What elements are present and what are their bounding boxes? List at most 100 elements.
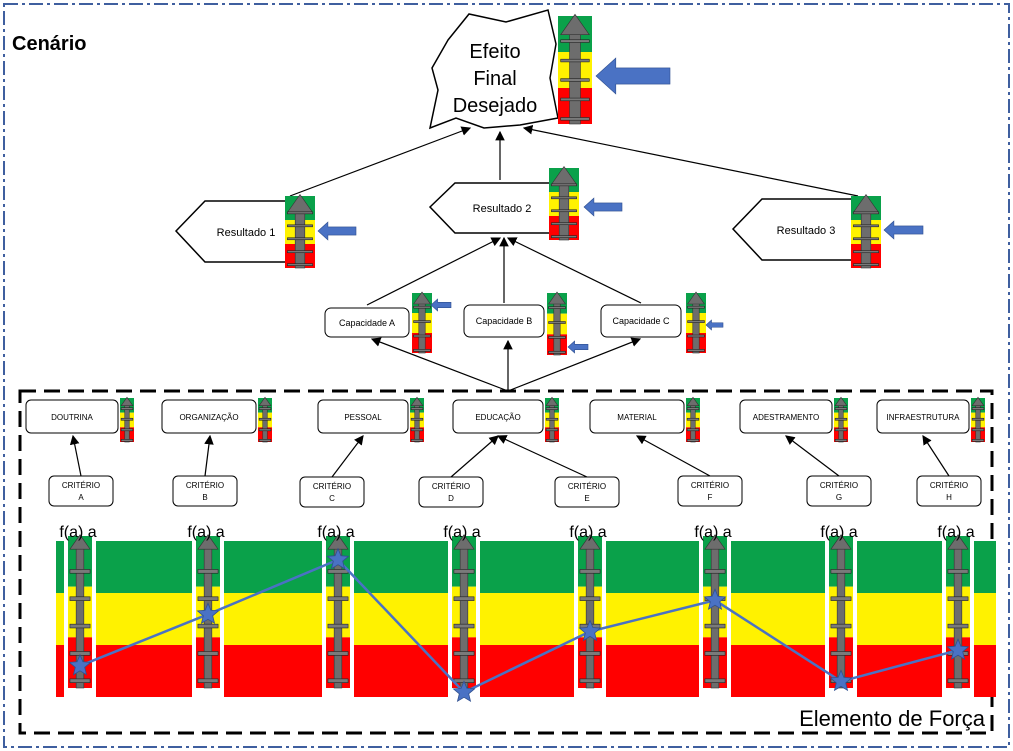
capability-a-gauge bbox=[412, 291, 432, 354]
criterion-box bbox=[418, 476, 484, 508]
result-3-gauge-tick bbox=[853, 211, 879, 215]
factor-gauge-2-tick bbox=[258, 417, 272, 421]
capability-c-gauge-tick bbox=[687, 334, 705, 338]
criterion-label-line2: G bbox=[836, 493, 842, 502]
goal-gauge-tick bbox=[560, 97, 590, 102]
factor-box bbox=[589, 399, 685, 434]
factor-gauge-5-tick bbox=[686, 439, 700, 442]
criterion-label-line1: CRITÉRIO bbox=[432, 482, 470, 491]
function-label: f(a) a bbox=[569, 524, 606, 541]
factor-node-6[interactable]: ADESTRAMENTO bbox=[739, 399, 833, 434]
criterion-label-line2: F bbox=[708, 493, 713, 502]
criterion-box bbox=[916, 475, 982, 507]
edge-capc-result2 bbox=[506, 237, 642, 304]
goal-line-3: Desejado bbox=[453, 95, 538, 117]
result-2-label: Resultado 2 bbox=[473, 203, 532, 215]
criterion-box bbox=[677, 475, 743, 507]
function-label: f(a) a bbox=[59, 524, 96, 541]
capability-a-gauge-tick bbox=[413, 320, 431, 323]
capability-b-label: Capacidade B bbox=[476, 316, 533, 326]
criterion-gauge-b-tick bbox=[197, 596, 219, 601]
factor-gauge-1-tick bbox=[120, 439, 134, 442]
factor-gauge-4-tick bbox=[545, 417, 559, 421]
criterion-gauge-g-shaft bbox=[836, 546, 846, 689]
criterion-label-line2: C bbox=[329, 494, 335, 503]
capability-a-status-arrow bbox=[430, 298, 452, 312]
criterion-point-b bbox=[196, 602, 220, 625]
result-1-gauge bbox=[285, 193, 315, 269]
capability-node-a[interactable]: Capacidade A bbox=[324, 307, 410, 338]
capability-node-c[interactable]: Capacidade C bbox=[600, 304, 682, 338]
result-node-2[interactable]: Resultado 2 bbox=[428, 182, 556, 234]
edge-criterion-2 bbox=[204, 434, 214, 477]
factor-node-2[interactable]: ORGANIZAÇÃO bbox=[161, 399, 257, 434]
capability-node-b[interactable]: Capacidade B bbox=[463, 304, 545, 338]
factor-gauge-5-tick bbox=[686, 428, 700, 432]
criterion-gauge-b-tick bbox=[197, 569, 219, 574]
result-1-gauge-tick bbox=[287, 211, 313, 215]
factor-node-5[interactable]: MATERIAL bbox=[589, 399, 685, 434]
factor-gauge-2-tip bbox=[258, 396, 272, 406]
criterion-gauge-f-tick bbox=[704, 569, 726, 574]
criterion-gauge-d bbox=[452, 534, 476, 689]
result-1-gauge-tick bbox=[287, 224, 313, 228]
factor-node-7[interactable]: INFRAESTRUTURA bbox=[876, 399, 970, 434]
capability-b-gauge-tick bbox=[548, 350, 566, 354]
goal-node[interactable]: Efeito Final Desejado bbox=[428, 9, 559, 130]
capability-b-gauge-tick bbox=[548, 306, 566, 309]
result-1-gauge-tick bbox=[287, 263, 313, 266]
capability-c-gauge-tick bbox=[687, 349, 705, 352]
result-3-gauge-tick bbox=[853, 263, 879, 266]
goal-line-2: Final bbox=[473, 68, 516, 90]
criterion-label-line1: CRITÉRIO bbox=[313, 482, 351, 491]
criteria-boxes: CRITÉRIOACRITÉRIOBCRITÉRIOCCRITÉRIODCRIT… bbox=[48, 475, 982, 508]
result-1-label: Resultado 1 bbox=[217, 227, 276, 239]
result-node-3[interactable]: Resultado 3 bbox=[731, 198, 865, 261]
factor-label: MATERIAL bbox=[617, 413, 657, 422]
criterion-gauge-b-tick bbox=[197, 623, 219, 629]
function-label: f(a) a bbox=[187, 524, 224, 541]
connector-edges bbox=[69, 124, 950, 478]
function-label: f(a) a bbox=[443, 524, 480, 541]
factor-gauge-4 bbox=[545, 396, 559, 443]
factor-label: INFRAESTRUTURA bbox=[887, 413, 961, 422]
criterion-label-line1: CRITÉRIO bbox=[186, 481, 224, 490]
edge-criterion-3 bbox=[331, 435, 364, 478]
factor-node-1[interactable]: DOUTRINA bbox=[25, 399, 119, 434]
criterion-gauge-d-tick bbox=[453, 623, 475, 629]
criterion-label-line2: D bbox=[448, 494, 454, 503]
criterion-node-c[interactable]: CRITÉRIO C bbox=[299, 476, 365, 508]
factor-node-4[interactable]: EDUCAÇÃO bbox=[452, 399, 544, 434]
factor-box bbox=[317, 399, 409, 434]
criterion-label-line2: E bbox=[584, 494, 589, 503]
factor-gauge-6-tick bbox=[834, 439, 848, 442]
criterion-node-d[interactable]: CRITÉRIO D bbox=[418, 476, 484, 508]
factor-gauge-7-tick bbox=[971, 407, 985, 410]
capability-a-gauge-tick bbox=[413, 305, 431, 309]
result-2-gauge-tick bbox=[551, 235, 577, 238]
criterion-point-f bbox=[703, 588, 727, 611]
factor-gauge-7 bbox=[971, 396, 985, 443]
result-2-gauge-tick bbox=[551, 196, 577, 200]
factor-gauge-4-tip bbox=[545, 396, 559, 406]
result-2-gauge-tick bbox=[551, 222, 577, 226]
factor-box bbox=[452, 399, 544, 434]
criterion-gauge-e-tick bbox=[579, 569, 601, 574]
criterion-gauge-f-shaft bbox=[710, 546, 720, 689]
criterion-gauge-c-tick bbox=[327, 651, 349, 656]
criterion-box bbox=[48, 475, 114, 507]
factor-gauge-6-tick bbox=[834, 417, 848, 421]
capability-c-box bbox=[600, 304, 682, 338]
criterion-gauge-f-tick bbox=[704, 623, 726, 629]
criterion-gauge-f-tick bbox=[704, 678, 726, 683]
factor-node-3[interactable]: PESSOAL bbox=[317, 399, 409, 434]
factor-gauge-1-tip bbox=[120, 396, 134, 406]
result-node-1[interactable]: Resultado 1 bbox=[174, 200, 299, 263]
